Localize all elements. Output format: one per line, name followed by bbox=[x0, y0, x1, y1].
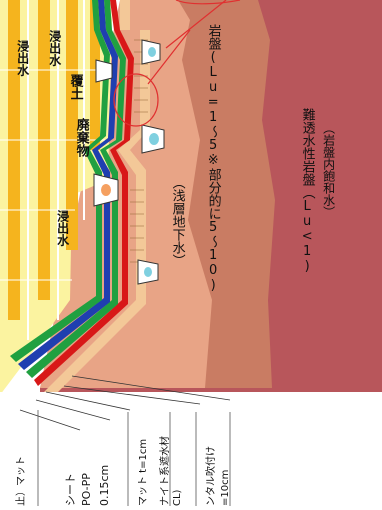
liner-red-layer bbox=[34, 0, 134, 386]
waste-stripe bbox=[66, 0, 78, 250]
legend-brackets bbox=[37, 410, 231, 506]
annotation-markers bbox=[113, 0, 241, 127]
legend-item-5: マット t=1cm bbox=[138, 438, 149, 506]
legend-item-4: 0.15cm bbox=[98, 464, 111, 506]
bedrock-label: 岩盤(Lu=1～5※部分的に5～10) bbox=[205, 24, 221, 293]
low-perm-rock-label: 難透水性岩盤（Lu<1) bbox=[299, 108, 315, 274]
legend-item-8: ンタル吹付け bbox=[206, 446, 217, 506]
waste-label: 廃棄物 bbox=[73, 118, 89, 157]
liner-green-inner bbox=[10, 0, 110, 362]
legend-item-7: CL) bbox=[172, 489, 183, 506]
low-permeability-rock-layer bbox=[40, 0, 382, 392]
shallow-groundwater-label: （浅層地下水） bbox=[169, 176, 185, 267]
waste-stripe bbox=[90, 0, 100, 150]
legend-item-6: ナイト系遮水材 bbox=[160, 436, 171, 506]
drain-pipes bbox=[93, 39, 165, 285]
legend-item-2: シート bbox=[64, 473, 77, 506]
leachate-label-1: 浸出水 bbox=[15, 40, 30, 76]
leachate-label-2: 浸出水 bbox=[47, 30, 62, 66]
low-perm-rock-sublabel: （岩盤内飽和水） bbox=[321, 122, 336, 218]
legend-item-1: 止）マット bbox=[16, 456, 27, 506]
legend-leader-lines bbox=[19, 375, 231, 431]
waste-stripe bbox=[38, 0, 50, 300]
liner-blue-layer bbox=[18, 0, 118, 370]
waste-stripe bbox=[8, 0, 20, 320]
legend-area bbox=[0, 392, 382, 506]
legend-item-3: PO-PP bbox=[80, 473, 93, 506]
leachate-label-3: 浸出水 bbox=[55, 210, 70, 246]
cover-soil-label: 覆土 bbox=[67, 74, 83, 100]
legend-item-9: =10cm bbox=[220, 469, 231, 506]
